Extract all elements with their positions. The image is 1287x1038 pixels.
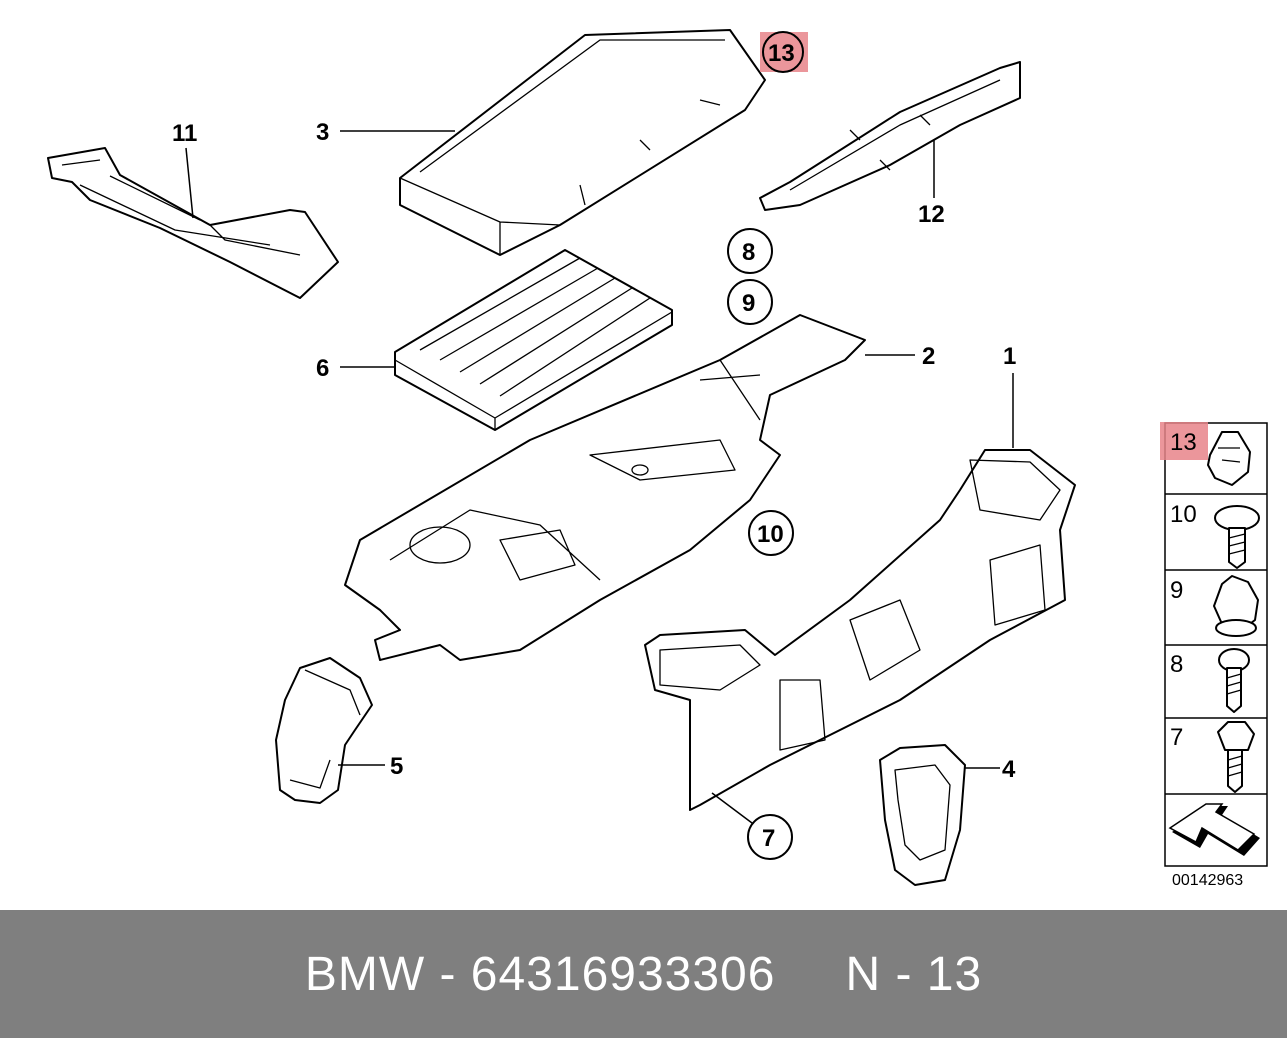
callout-12: 12 <box>918 201 945 228</box>
diagram-label: N <box>845 947 882 1001</box>
brand-name: BMW <box>304 947 426 1001</box>
callout-7-ring <box>747 814 793 860</box>
footer-separator-2: - <box>895 947 913 1001</box>
leader-7 <box>711 792 753 824</box>
leader-11 <box>185 147 194 219</box>
callout-8: 8 <box>742 239 755 266</box>
legend-panel: 13 10 9 8 7 <box>1160 422 1268 867</box>
callout-1: 1 <box>1003 343 1016 370</box>
callout-4: 4 <box>1002 756 1016 783</box>
callout-8-ring <box>727 228 773 274</box>
callout-2: 2 <box>922 343 935 370</box>
orientation-arrow-icon <box>1168 803 1260 856</box>
legend-item-13: 13 <box>1170 429 1197 456</box>
part-4-seal <box>879 744 966 886</box>
legend-item-10: 10 <box>1170 501 1197 528</box>
callout-7: 7 <box>762 825 775 852</box>
part-11-duct <box>47 147 339 299</box>
part-number-banner: BMW - 64316933306 N - 13 <box>0 910 1287 1038</box>
hex-bolt-icon <box>1217 721 1255 793</box>
legend-item-9: 9 <box>1170 577 1183 604</box>
callout-13: 13 <box>768 40 795 67</box>
diagram-ref: 13 <box>926 947 983 1001</box>
callout-13-ring <box>762 31 804 73</box>
clip-nut-icon <box>1207 431 1251 486</box>
callout-5: 5 <box>390 753 403 780</box>
callout-10-ring <box>748 510 794 556</box>
callout-6: 6 <box>316 355 329 382</box>
footer-separator: - <box>439 947 457 1001</box>
callout-9: 9 <box>742 290 755 317</box>
part-12-bracket <box>759 61 1021 211</box>
callout-9-ring <box>727 279 773 325</box>
part-3-cover <box>399 29 766 256</box>
part-6-filter <box>394 249 673 431</box>
part-2-housing <box>344 314 866 661</box>
parts-diagram: 11 3 13 12 8 9 6 2 10 1 <box>47 29 1268 889</box>
legend-item-8: 8 <box>1170 651 1183 678</box>
bolt-icon <box>1218 648 1250 713</box>
document-number: 00142963 <box>1172 872 1243 889</box>
expansion-rivet-icon <box>1213 575 1259 637</box>
screw-washer-icon <box>1214 505 1260 569</box>
legend-item-7: 7 <box>1170 724 1183 751</box>
part-number: 64316933306 <box>470 947 776 1001</box>
callout-3: 3 <box>316 119 329 146</box>
part-1-intake-duct <box>644 449 1076 811</box>
legend-13-highlight <box>1160 422 1208 460</box>
callout-11: 11 <box>172 120 197 147</box>
part-5-elbow <box>275 657 373 804</box>
callout-10: 10 <box>757 521 784 548</box>
